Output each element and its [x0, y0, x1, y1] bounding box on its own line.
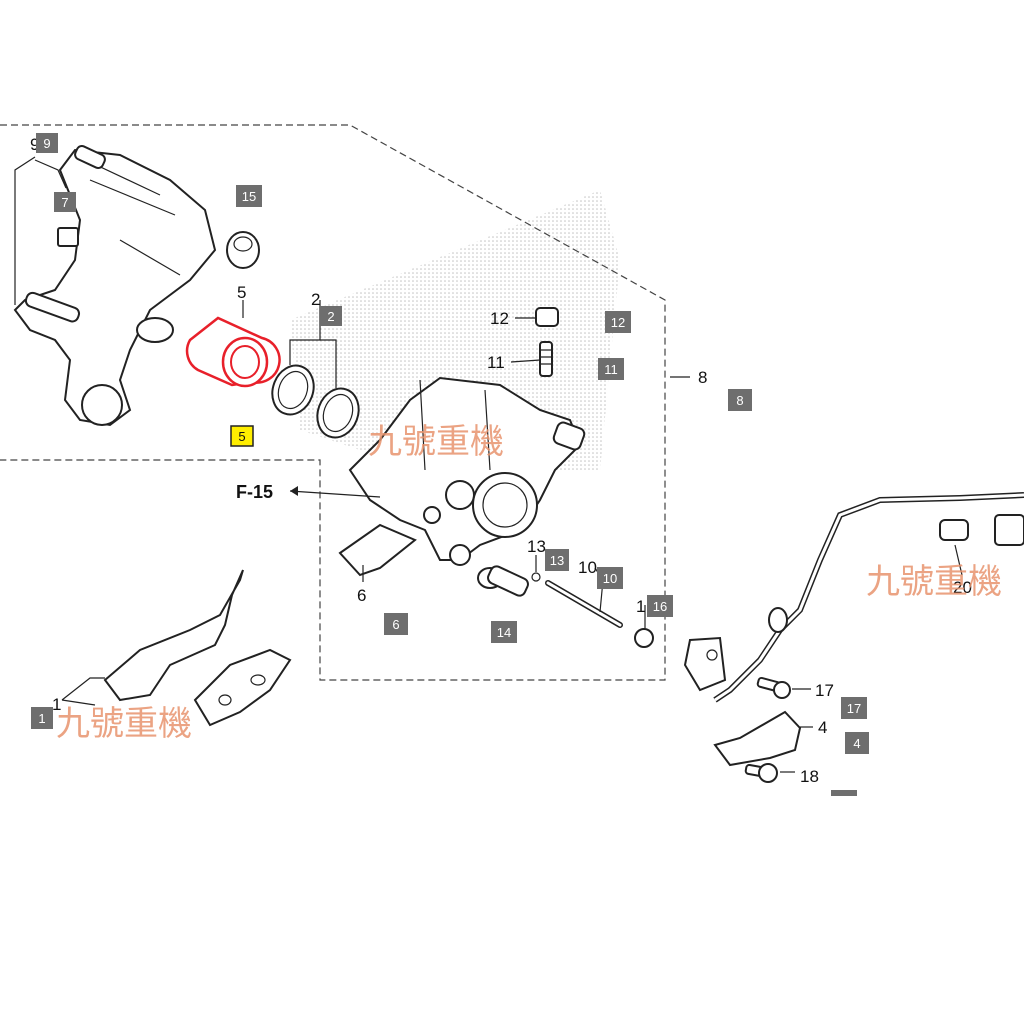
bolt-14 — [477, 565, 529, 597]
callout-12: 12 — [490, 309, 509, 328]
box-17: 17 — [841, 697, 867, 719]
svg-text:12: 12 — [611, 315, 625, 330]
callout-2: 2 — [311, 290, 320, 309]
watermark-right: 九號重機 — [866, 562, 1002, 602]
callout-11: 11 — [487, 353, 505, 372]
pin-10 — [545, 580, 623, 628]
svg-text:16: 16 — [653, 599, 667, 614]
bolt-18 — [744, 763, 778, 783]
bolt-17 — [756, 676, 791, 699]
svg-text:4: 4 — [853, 736, 860, 751]
svg-text:13: 13 — [550, 553, 564, 568]
callout-18: 18 — [800, 767, 819, 786]
svg-text:6: 6 — [392, 617, 399, 632]
abs-sensor — [683, 492, 1024, 703]
brake-pads — [103, 569, 292, 727]
svg-text:14: 14 — [497, 625, 511, 640]
callout-10: 10 — [578, 558, 597, 577]
box-13: 13 — [545, 549, 569, 571]
box-4: 4 — [845, 732, 869, 754]
box-10: 10 — [597, 567, 623, 589]
watermark-center: 九號重機 — [368, 422, 504, 462]
svg-text:5: 5 — [238, 429, 245, 444]
box-1: 1 — [31, 707, 53, 729]
svg-text:15: 15 — [242, 189, 256, 204]
callout-5: 5 — [237, 283, 246, 302]
box-6: 6 — [384, 613, 408, 635]
boot-15 — [226, 231, 260, 269]
box-12: 12 — [605, 311, 631, 333]
oring-13 — [531, 572, 541, 582]
svg-text:9: 9 — [43, 136, 50, 151]
callout-9: 9 — [30, 135, 39, 154]
piston-5 — [185, 316, 281, 388]
box-15: 15 — [236, 185, 262, 207]
caliper-body — [348, 376, 586, 566]
svg-text:2: 2 — [327, 309, 334, 324]
plug-16 — [634, 628, 654, 648]
svg-text:1: 1 — [38, 711, 45, 726]
box-9: 9 — [36, 133, 58, 153]
callout-1: 1 — [52, 695, 61, 714]
pad-spring-6 — [338, 523, 417, 577]
callout-6: 6 — [357, 586, 366, 605]
caliper-bracket — [13, 144, 217, 427]
frame-left — [0, 124, 666, 681]
box-8: 8 — [728, 389, 752, 411]
box-11: 11 — [598, 358, 624, 380]
box-7: 7 — [54, 192, 76, 212]
box-partial — [831, 790, 857, 796]
box-14: 14 — [491, 621, 517, 643]
box-16: 16 — [647, 595, 673, 617]
f15-arrow — [290, 486, 298, 496]
box-2: 2 — [320, 306, 342, 326]
svg-text:10: 10 — [603, 571, 617, 586]
hatch-band — [290, 190, 620, 470]
svg-text:11: 11 — [604, 362, 618, 377]
callout-17: 17 — [815, 681, 834, 700]
callout-13: 13 — [527, 537, 546, 556]
watermark-left: 九號重機 — [56, 704, 192, 744]
svg-text:17: 17 — [847, 701, 861, 716]
bleeder-cap-12 — [535, 307, 559, 327]
bracket-4 — [713, 710, 802, 767]
box-5-highlighted: 5 — [230, 425, 254, 447]
svg-text:7: 7 — [61, 195, 68, 210]
callout-16: 1 — [636, 597, 645, 616]
callout-8: 8 — [698, 368, 707, 387]
callout-20: 20 — [953, 578, 972, 597]
callout-4: 4 — [818, 718, 827, 737]
svg-text:8: 8 — [736, 393, 743, 408]
seals-2 — [271, 364, 360, 439]
clip-7 — [57, 227, 79, 247]
bleeder-11 — [539, 341, 553, 377]
callout-ref-f15: F-15 — [236, 482, 273, 502]
